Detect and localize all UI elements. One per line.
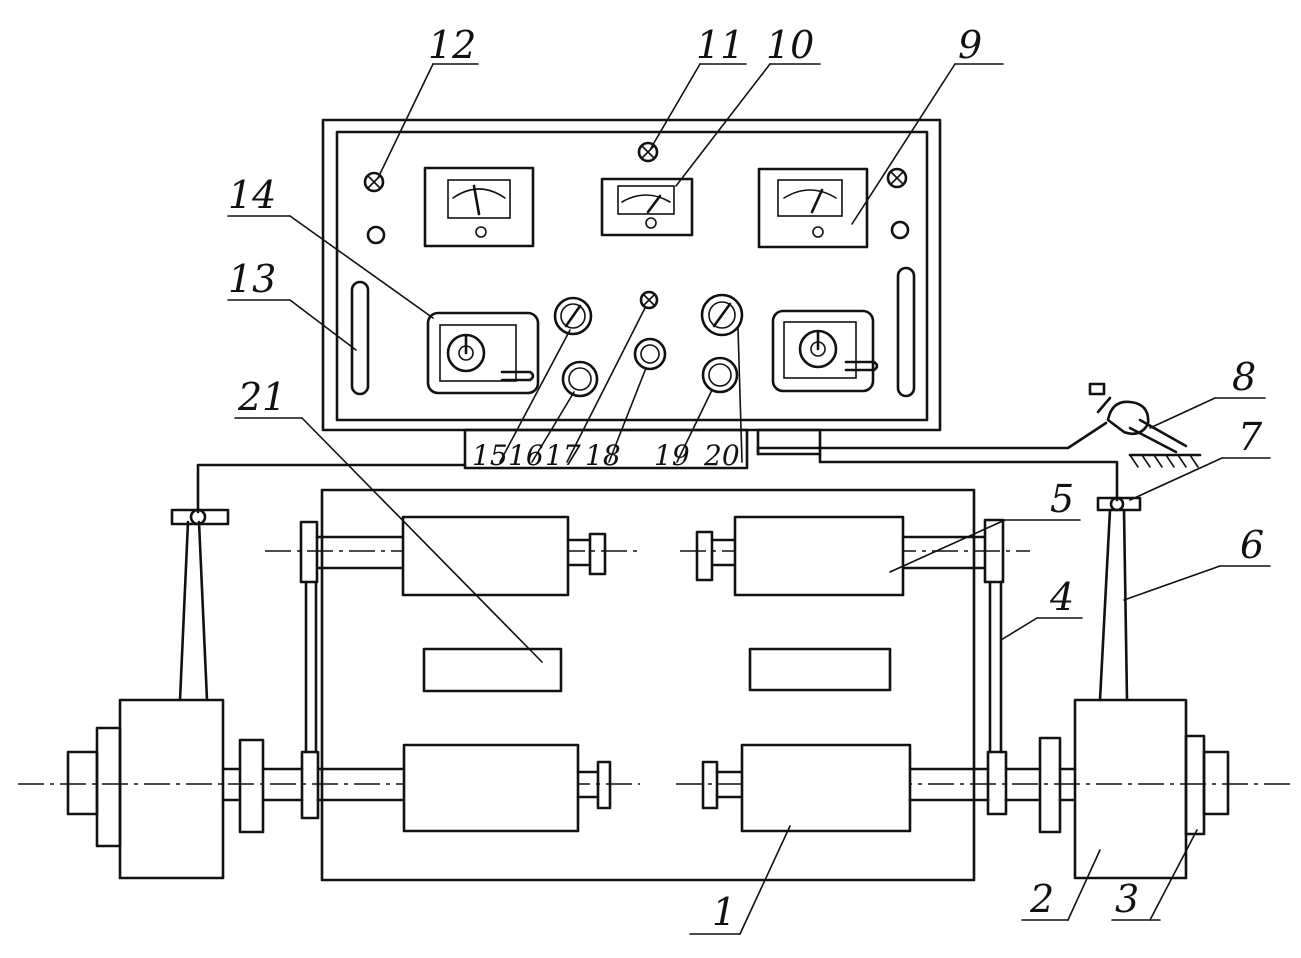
callout-labels: 12 11 10 9 14 13 21 15 16 17 18 19 20 8 … (228, 23, 1264, 934)
window-right (748, 647, 892, 692)
callout-11: 11 (696, 23, 744, 67)
signal-lamp-right (886, 167, 908, 189)
belt-left (304, 580, 318, 754)
meter-left (423, 166, 535, 248)
callout-19: 19 (654, 439, 690, 472)
callout-5: 5 (1050, 477, 1074, 521)
panel-slot-left-13 (350, 280, 370, 396)
callout-15: 15 (472, 439, 508, 472)
button-18 (633, 337, 667, 371)
button-19 (701, 356, 739, 394)
regulator-knob-right (771, 309, 879, 393)
callout-4: 4 (1049, 575, 1074, 619)
callout-1: 1 (712, 890, 736, 934)
signal-lamp-12 (363, 171, 385, 193)
panel-inner-frame (335, 130, 929, 422)
panel-slot-right (896, 266, 916, 398)
cables (196, 421, 1119, 514)
callout-14: 14 (228, 173, 276, 217)
stand-base (320, 488, 976, 882)
roller-bottom-left (300, 743, 612, 833)
roller-bottom-right (701, 743, 1008, 833)
switch-15 (553, 296, 593, 336)
panel-outer-frame (321, 118, 942, 432)
regulator-knob-14 (426, 311, 540, 395)
panel-cable-outlet (756, 428, 822, 456)
callout-6: 6 (1240, 523, 1264, 567)
lamp-17 (639, 290, 659, 310)
callout-20: 20 (703, 439, 740, 472)
roller-top-left (299, 515, 607, 597)
window-21 (422, 647, 563, 693)
callout-2: 2 (1029, 877, 1054, 921)
callout-17: 17 (545, 439, 581, 472)
stand-frame-1 (320, 488, 976, 882)
cable-left (196, 463, 467, 514)
switch-20 (700, 293, 744, 337)
cable-right (818, 452, 1119, 502)
meter-9 (757, 167, 869, 249)
panel-terminal-box (463, 428, 749, 470)
panel-hole-left (366, 225, 386, 245)
callout-13: 13 (228, 257, 276, 301)
sensor-8 (1088, 382, 1202, 468)
cable-sensor (756, 421, 1108, 456)
meter-10 (600, 177, 694, 237)
callout-3: 3 (1115, 877, 1139, 921)
callout-8: 8 (1232, 355, 1256, 399)
callout-12: 12 (428, 23, 476, 67)
callout-21: 21 (237, 375, 286, 419)
callout-16: 16 (508, 439, 544, 472)
callout-9: 9 (958, 23, 982, 67)
drive-unit-right-2 (1004, 496, 1230, 880)
callout-10: 10 (766, 23, 814, 67)
signal-lamp-11 (637, 141, 659, 163)
button-16 (561, 360, 599, 398)
drive-unit-left (66, 508, 304, 880)
belt-4 (988, 580, 1003, 754)
control-panel (321, 118, 942, 470)
callout-7: 7 (1238, 415, 1263, 459)
panel-hole-right (890, 220, 910, 240)
leader-lines (227, 63, 1271, 935)
callout-18: 18 (585, 439, 621, 472)
roller-top-right-5 (695, 515, 1005, 597)
